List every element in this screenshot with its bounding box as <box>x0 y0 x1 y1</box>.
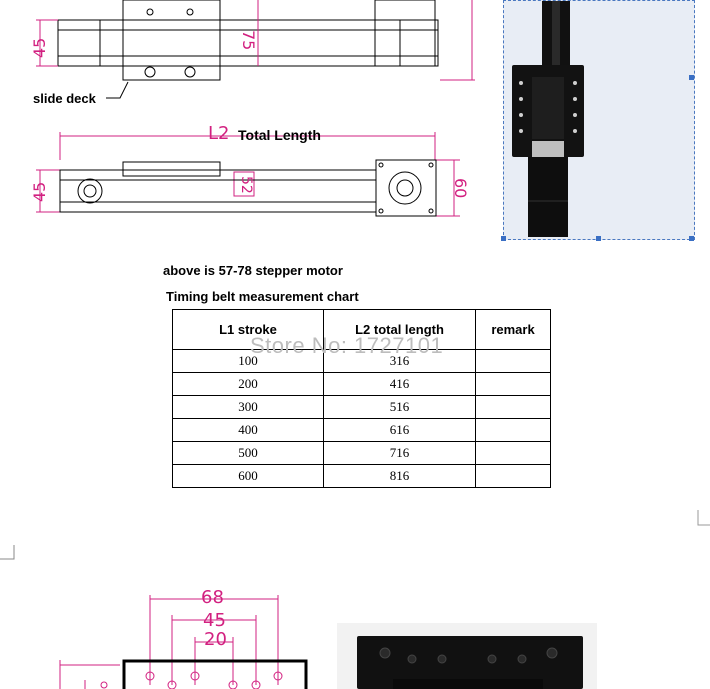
dim-side-mid: 52 <box>238 176 254 194</box>
table-row: 600 816 <box>172 464 551 488</box>
chart-caption: Timing belt measurement chart <box>166 289 359 304</box>
cell-remark <box>475 349 551 373</box>
table-row: 500 716 <box>172 441 551 465</box>
side-view-drawing <box>36 132 460 217</box>
top-rail-drawing <box>36 0 475 99</box>
dim-side-left: 45 <box>30 181 49 202</box>
table-row: 400 616 <box>172 418 551 442</box>
cell-length: 516 <box>323 395 476 419</box>
cell-remark <box>475 441 551 465</box>
header-l1-stroke: L1 stroke <box>172 309 324 350</box>
cell-length: 416 <box>323 372 476 396</box>
cell-length: 616 <box>323 418 476 442</box>
slide-deck-label: slide deck <box>33 91 96 106</box>
bottom-plate-drawing <box>59 595 308 689</box>
cell-stroke: 200 <box>172 372 324 396</box>
page-corner-mark <box>0 510 710 560</box>
cell-remark <box>475 464 551 488</box>
slider-photo <box>512 1 584 237</box>
timing-belt-table: L1 stroke L2 total length remark 100 316… <box>172 309 551 488</box>
table-row: 200 416 <box>172 372 551 396</box>
cell-length: 716 <box>323 441 476 465</box>
product-photo-frame[interactable] <box>501 0 695 241</box>
total-length-label: Total Length <box>238 127 321 143</box>
table-header-row: L1 stroke L2 total length remark <box>172 309 551 350</box>
cell-stroke: 300 <box>172 395 324 419</box>
resize-handle-bottom-right[interactable] <box>689 236 694 241</box>
cell-stroke: 500 <box>172 441 324 465</box>
cell-length: 816 <box>323 464 476 488</box>
dim-top-left: 45 <box>30 37 49 58</box>
cell-stroke: 600 <box>172 464 324 488</box>
resize-handle-right-top[interactable] <box>689 75 694 80</box>
dim-side-right: 60 <box>451 178 470 199</box>
dim-bottom-20: 20 <box>204 629 227 650</box>
table-row: 300 516 <box>172 395 551 419</box>
resize-handle-bottom-mid[interactable] <box>596 236 601 241</box>
bracket-photo <box>337 623 597 689</box>
table-row: 100 316 <box>172 349 551 373</box>
cell-remark <box>475 372 551 396</box>
motor-caption: above is 57-78 stepper motor <box>163 263 343 278</box>
header-remark: remark <box>475 309 551 350</box>
dim-bottom-45: 45 <box>203 610 226 631</box>
cell-stroke: 400 <box>172 418 324 442</box>
store-watermark: Store No: 1727101 <box>250 333 444 358</box>
cell-remark <box>475 418 551 442</box>
total-length-prefix: L2 <box>208 123 230 144</box>
header-l2-total-length: L2 total length <box>323 309 476 350</box>
dim-top-mid: 75 <box>239 30 258 51</box>
cell-remark <box>475 395 551 419</box>
dim-bottom-68: 68 <box>201 587 224 608</box>
resize-handle-bottom-left[interactable] <box>501 236 506 241</box>
